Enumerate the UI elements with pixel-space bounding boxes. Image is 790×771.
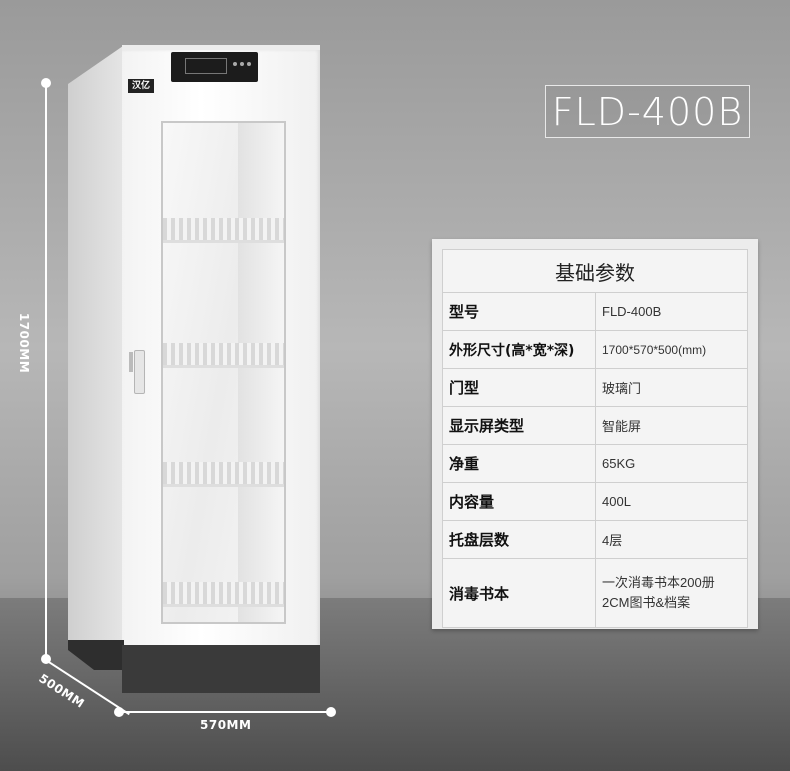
table-row: 内容量 400L bbox=[442, 482, 748, 521]
spec-value: 65KG bbox=[595, 444, 748, 483]
door-label bbox=[129, 352, 133, 372]
table-row: 消毒书本 一次消毒书本200册 2CM图书&档案 bbox=[442, 558, 748, 628]
cabinet-base bbox=[122, 645, 320, 693]
shelf-tray bbox=[163, 343, 284, 368]
spec-table-header-row: 基础参数 bbox=[442, 249, 748, 293]
width-label: 570MM bbox=[200, 718, 252, 732]
control-panel bbox=[171, 52, 258, 82]
shelf-tray bbox=[163, 462, 284, 487]
height-label: 1700MM bbox=[17, 312, 32, 374]
spec-value: 400L bbox=[595, 482, 748, 521]
width-line bbox=[119, 711, 331, 713]
spec-key: 托盘层数 bbox=[442, 520, 596, 559]
door-handle bbox=[134, 350, 145, 394]
shelf-tray bbox=[163, 218, 284, 243]
display-screen bbox=[185, 58, 227, 74]
spec-table-title: 基础参数 bbox=[442, 249, 748, 293]
spec-card: 基础参数 型号 FLD-400B 外形尺寸(高*宽*深) 1700*570*50… bbox=[432, 239, 758, 629]
spec-value: 智能屏 bbox=[595, 406, 748, 445]
spec-key: 门型 bbox=[442, 368, 596, 407]
table-row: 显示屏类型 智能屏 bbox=[442, 406, 748, 445]
height-dot-top bbox=[41, 78, 51, 88]
width-dot bbox=[326, 707, 336, 717]
spec-key: 消毒书本 bbox=[442, 558, 596, 628]
table-row: 净重 65KG bbox=[442, 444, 748, 483]
cabinet-top bbox=[122, 45, 320, 53]
spec-key: 显示屏类型 bbox=[442, 406, 596, 445]
table-row: 外形尺寸(高*宽*深) 1700*570*500(mm) bbox=[442, 330, 748, 369]
spec-value: 4层 bbox=[595, 520, 748, 559]
spec-value-line: 一次消毒书本200册 bbox=[602, 575, 715, 590]
table-row: 门型 玻璃门 bbox=[442, 368, 748, 407]
spec-table: 基础参数 型号 FLD-400B 外形尺寸(高*宽*深) 1700*570*50… bbox=[442, 249, 748, 628]
table-row: 型号 FLD-400B bbox=[442, 292, 748, 331]
brand-logo: 汉亿 bbox=[128, 79, 154, 93]
spec-value: 一次消毒书本200册 2CM图书&档案 bbox=[595, 558, 748, 628]
spec-value: 1700*570*500(mm) bbox=[595, 330, 748, 369]
height-line bbox=[45, 83, 47, 659]
cabinet-inner-wall bbox=[238, 123, 284, 622]
spec-value: 玻璃门 bbox=[595, 368, 748, 407]
spec-value: FLD-400B bbox=[595, 292, 748, 331]
cabinet-side-panel bbox=[68, 46, 126, 640]
panel-button bbox=[247, 62, 251, 66]
spec-key: 外形尺寸(高*宽*深) bbox=[442, 330, 596, 369]
table-row: 托盘层数 4层 bbox=[442, 520, 748, 559]
spec-key: 净重 bbox=[442, 444, 596, 483]
spec-key: 内容量 bbox=[442, 482, 596, 521]
panel-button bbox=[233, 62, 237, 66]
shelf-tray bbox=[163, 582, 284, 607]
panel-button bbox=[240, 62, 244, 66]
spec-key: 型号 bbox=[442, 292, 596, 331]
model-title: FLD-400B bbox=[545, 85, 750, 138]
spec-value-line: 2CM图书&档案 bbox=[602, 595, 691, 610]
